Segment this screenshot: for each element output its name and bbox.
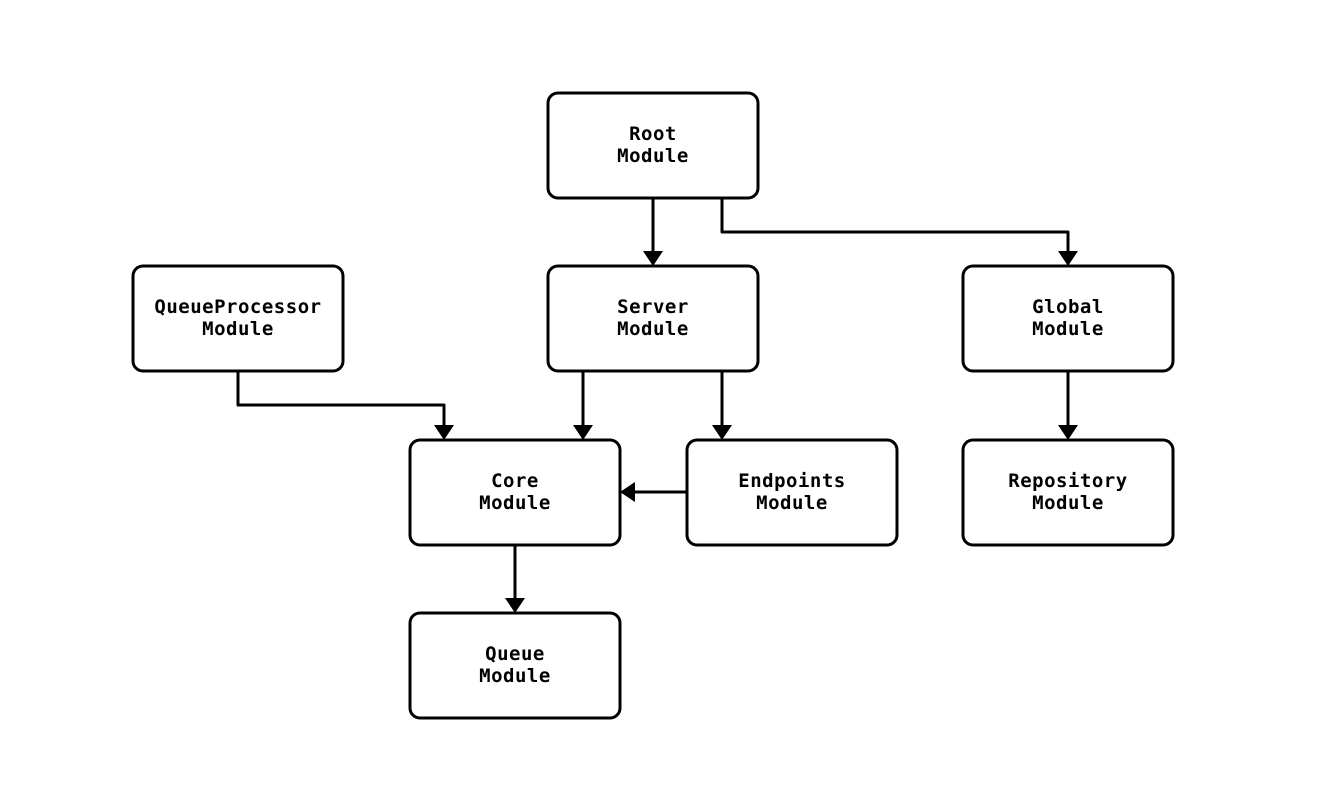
edge-server-to-core	[573, 371, 593, 440]
edge-core-to-queue	[505, 545, 525, 613]
edge-root-to-global	[720, 198, 1078, 266]
node-label-line1: Endpoints	[738, 470, 845, 492]
edges-layer	[236, 198, 1078, 613]
arrowhead-icon	[434, 425, 454, 440]
node-box[interactable]	[546, 264, 760, 373]
edge-line	[236, 371, 446, 426]
edge-queueprocessor-to-core	[236, 371, 454, 440]
arrowhead-icon	[643, 251, 663, 266]
node-label-line2: Module	[479, 492, 551, 514]
node-label-line1: Root	[629, 123, 677, 145]
edge-line	[720, 198, 1070, 252]
edge-server-to-endpoints	[712, 371, 732, 440]
node-label-line2: Module	[479, 665, 551, 687]
node-box[interactable]	[546, 91, 760, 200]
node-box[interactable]	[961, 438, 1175, 547]
node-label-line1: Server	[617, 296, 689, 318]
node-label-line2: Module	[1032, 318, 1104, 340]
node-box[interactable]	[961, 264, 1175, 373]
edge-global-to-repository	[1058, 371, 1078, 440]
node-box[interactable]	[685, 438, 899, 547]
nodes-layer: RootModuleQueueProcessorModuleServerModu…	[131, 91, 1175, 720]
edge-root-to-server	[643, 198, 663, 266]
node-label-line2: Module	[617, 318, 689, 340]
node-label-line1: Queue	[485, 643, 545, 665]
arrowhead-icon	[505, 598, 525, 613]
arrowhead-icon	[620, 482, 635, 502]
node-label-line2: Module	[202, 318, 274, 340]
node-box[interactable]	[131, 264, 345, 373]
arrowhead-icon	[1058, 251, 1078, 266]
node-label-line1: QueueProcessor	[154, 296, 321, 318]
arrowhead-icon	[712, 425, 732, 440]
node-box[interactable]	[408, 611, 622, 720]
arrowhead-icon	[1058, 425, 1078, 440]
node-box[interactable]	[408, 438, 622, 547]
node-label-line2: Module	[1032, 492, 1104, 514]
arrowhead-icon	[573, 425, 593, 440]
node-label-line2: Module	[756, 492, 828, 514]
node-label-line2: Module	[617, 145, 689, 167]
node-label-line1: Core	[491, 470, 539, 492]
edge-endpoints-to-core	[620, 482, 687, 502]
node-label-line1: Repository	[1008, 470, 1127, 492]
node-label-line1: Global	[1032, 296, 1104, 318]
